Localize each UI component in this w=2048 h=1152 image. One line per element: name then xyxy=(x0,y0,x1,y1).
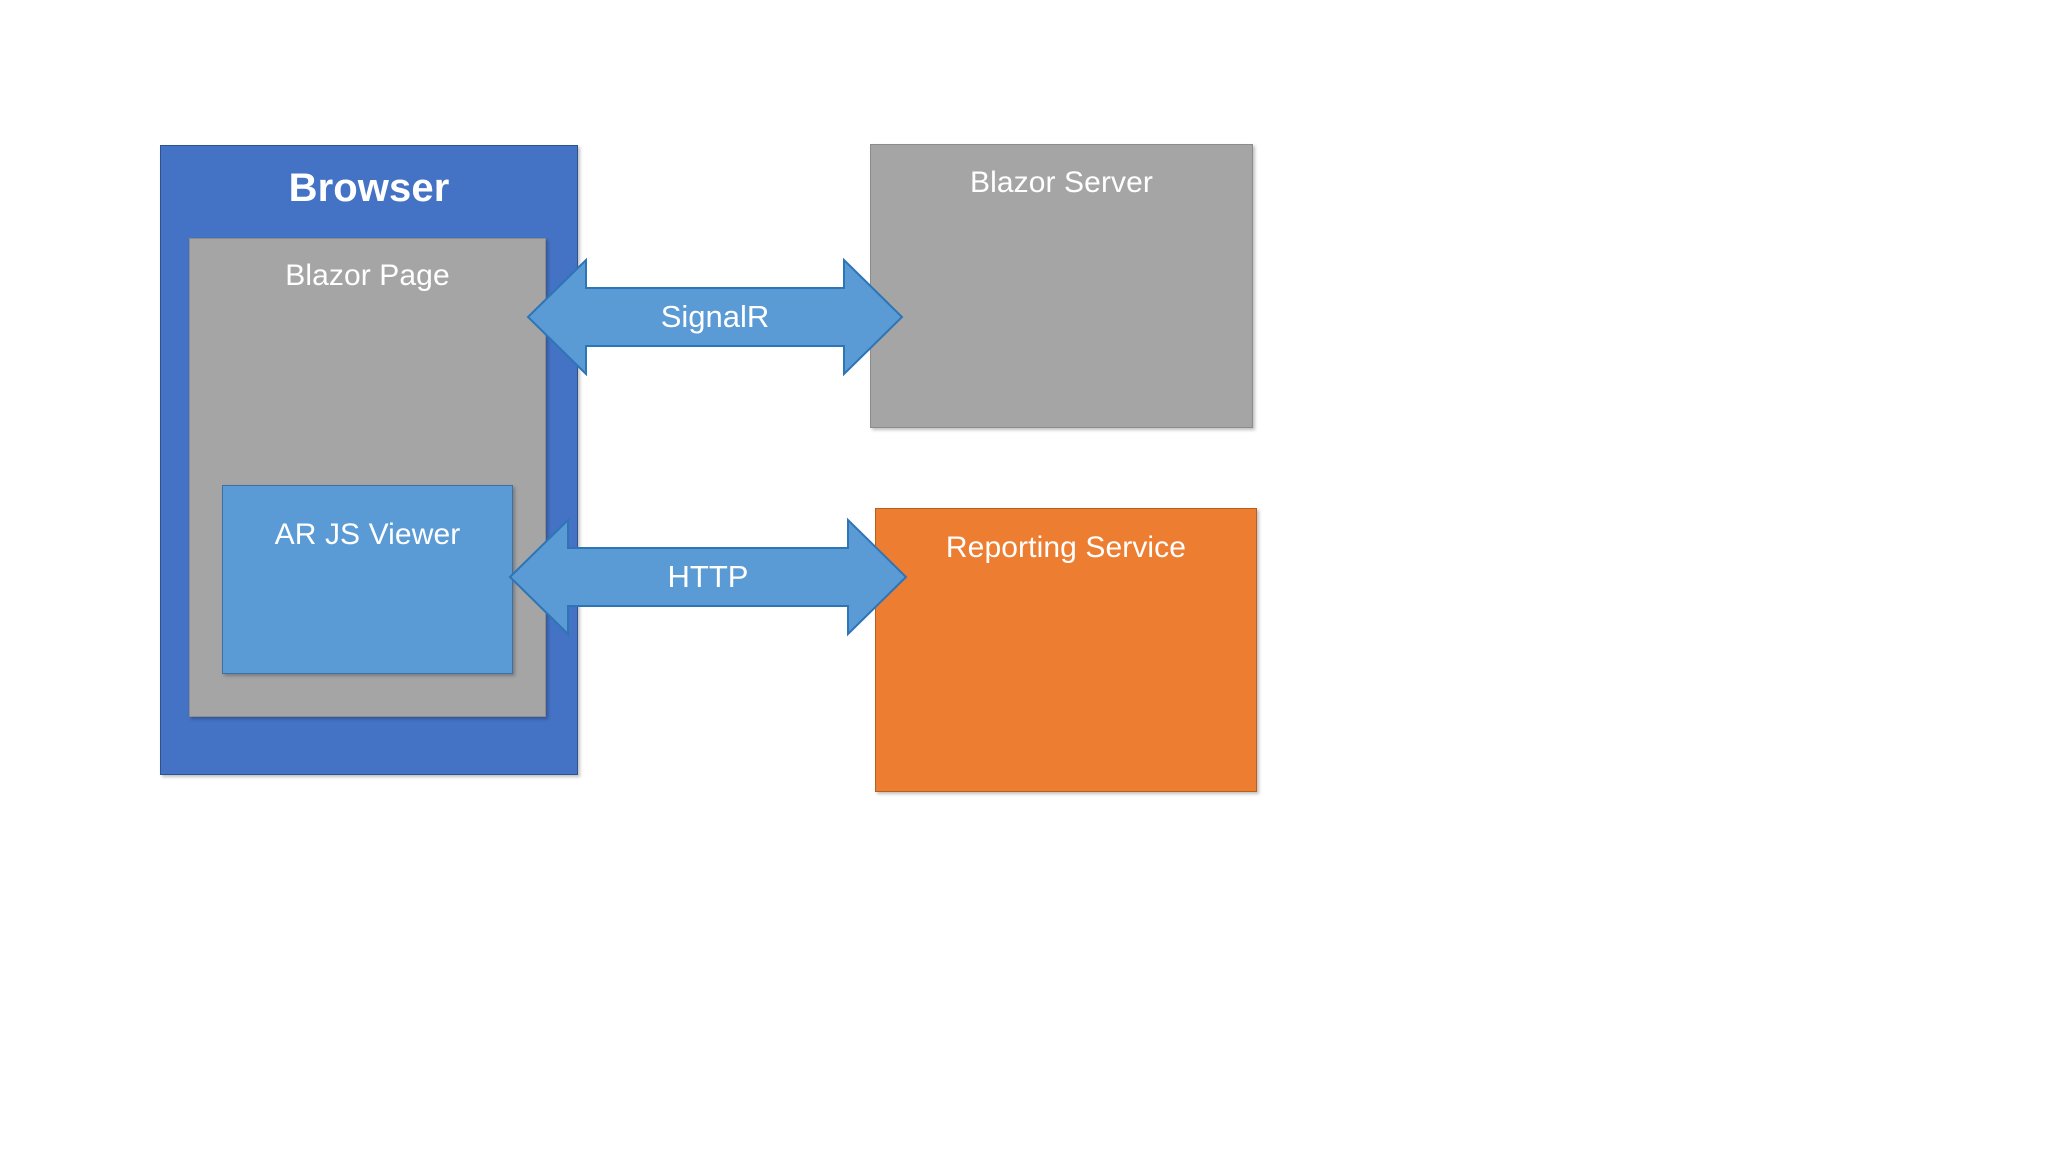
blazor-server-box[interactable]: Blazor Server xyxy=(870,144,1253,428)
ar-js-viewer-box[interactable]: AR JS Viewer xyxy=(222,485,513,674)
signalr-connector[interactable]: SignalR xyxy=(526,257,904,377)
blazor-server-label: Blazor Server xyxy=(969,166,1154,199)
double-headed-arrow-icon xyxy=(508,517,908,637)
http-label: HTTP xyxy=(667,559,749,594)
http-connector[interactable]: HTTP xyxy=(508,517,908,637)
reporting-service-label: Reporting Service xyxy=(945,531,1187,564)
signalr-label: SignalR xyxy=(660,299,770,334)
reporting-service-box[interactable]: Reporting Service xyxy=(875,508,1257,792)
blazor-page-label: Blazor Page xyxy=(285,259,450,292)
browser-label: Browser xyxy=(288,166,450,210)
double-headed-arrow-icon xyxy=(526,257,904,377)
ar-js-viewer-label: AR JS Viewer xyxy=(274,518,461,551)
